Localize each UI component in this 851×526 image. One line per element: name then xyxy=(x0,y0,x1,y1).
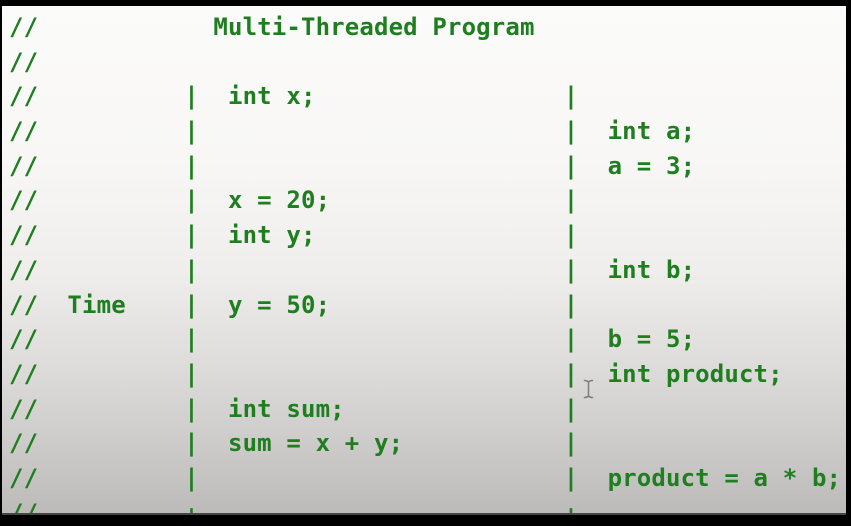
code-line: // | x = 20; | xyxy=(9,186,579,215)
code-line: // | | b = 5; xyxy=(9,325,696,354)
code-line: // | | product = a * b; xyxy=(9,463,842,492)
code-line-time: // Time | y = 50; | xyxy=(9,290,579,319)
code-line: // | | a = 3; xyxy=(9,151,696,180)
code-line: // | int sum; | xyxy=(9,394,579,423)
code-comment-block: // Multi-Threaded Program // // | int x;… xyxy=(2,6,846,515)
code-line: // | int y; | xyxy=(9,221,579,250)
editor-viewport[interactable]: // Multi-Threaded Program // // | int x;… xyxy=(2,6,846,515)
code-line: // | sum = x + y; | xyxy=(9,429,579,458)
code-line: // | | int b; xyxy=(9,255,696,284)
code-line: // | | int a; xyxy=(9,117,696,146)
code-line-title: // Multi-Threaded Program xyxy=(9,13,535,41)
ibeam-cursor xyxy=(583,379,594,399)
code-line: // | int x; | xyxy=(9,82,579,111)
code-line: // xyxy=(9,47,39,76)
code-line-arrows: // ↓ ↓ xyxy=(9,498,579,515)
code-line: // | | int product; xyxy=(9,359,783,388)
